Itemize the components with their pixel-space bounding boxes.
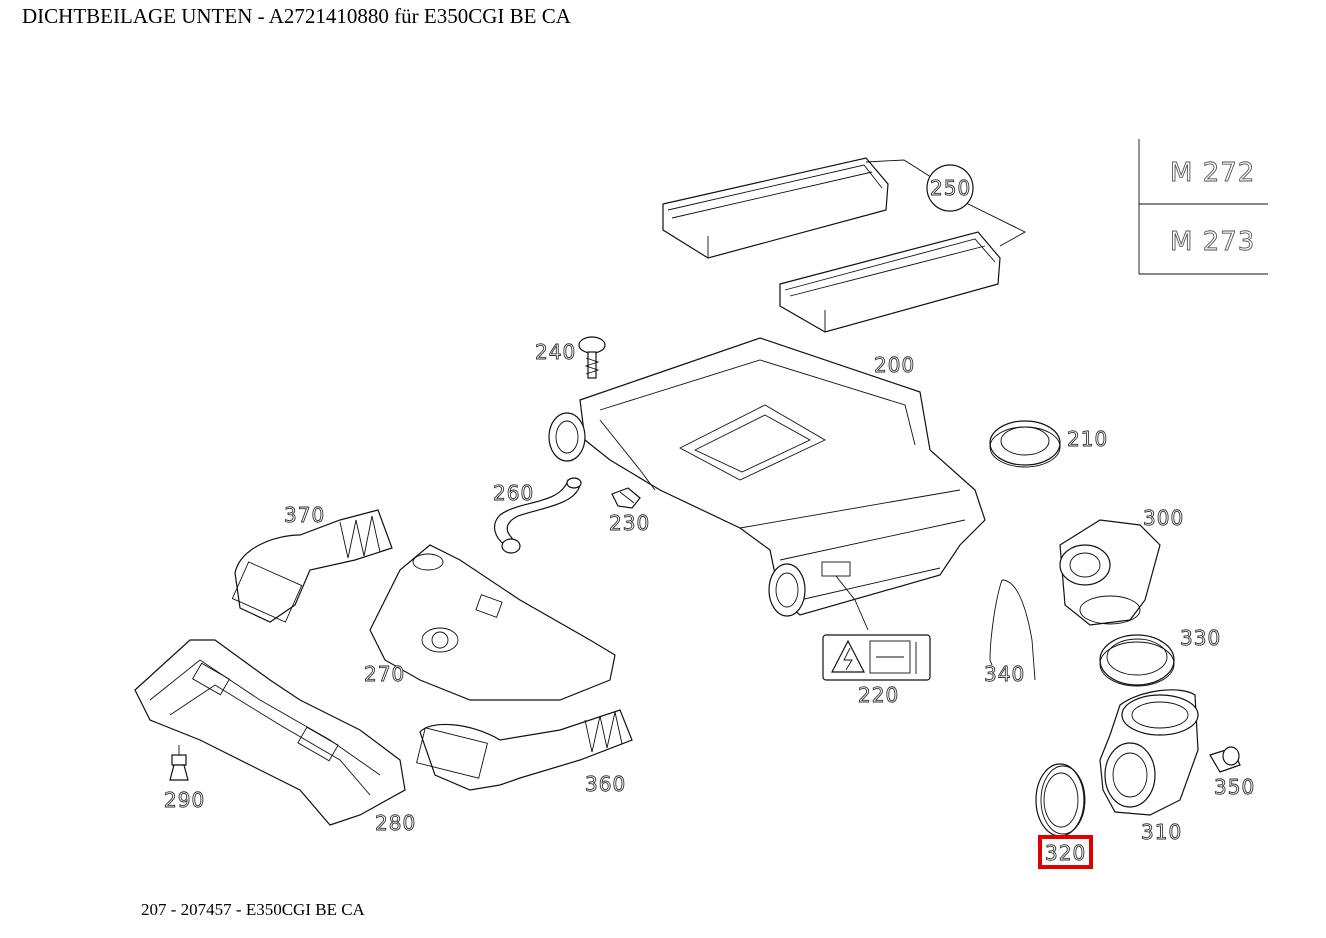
part-210-seal-ring	[989, 420, 1061, 468]
part-260-hose	[493, 477, 582, 554]
part-340-gasket	[989, 579, 1036, 681]
engine-label-m273: M 273	[1170, 227, 1255, 257]
callout-240[interactable]: 240	[535, 340, 576, 365]
page-title: DICHTBEILAGE UNTEN - A2721410880 für E35…	[22, 4, 571, 28]
diagram-caption: 207 - 207457 - E350CGI BE CA	[141, 900, 365, 919]
part-200-air-filter-housing	[548, 337, 986, 631]
callout-280[interactable]: 280	[375, 811, 416, 836]
callout-360[interactable]: 360	[585, 772, 626, 797]
engine-variant-table: M 272 M 273	[1138, 139, 1268, 275]
callout-340[interactable]: 340	[984, 662, 1025, 687]
callout-210[interactable]: 210	[1067, 427, 1108, 452]
engine-label-m272: M 272	[1170, 158, 1255, 188]
part-350-plug	[1209, 746, 1241, 773]
part-280-bracket	[134, 639, 406, 826]
callout-230[interactable]: 230	[609, 511, 650, 536]
callout-260[interactable]: 260	[493, 481, 534, 506]
callout-200[interactable]: 200	[874, 353, 915, 378]
part-300-sensor-housing	[1059, 519, 1161, 626]
callout-320[interactable]: 320	[1045, 841, 1086, 866]
part-250-air-filters	[662, 157, 1026, 333]
part-330-clamp-ring	[1099, 634, 1175, 687]
callout-290[interactable]: 290	[164, 788, 205, 813]
callout-330[interactable]: 330	[1180, 626, 1221, 651]
callout-220[interactable]: 220	[858, 683, 899, 708]
part-360-intake-duct	[416, 709, 633, 791]
highlight-box-320	[1038, 835, 1093, 869]
callout-310[interactable]: 310	[1141, 820, 1182, 845]
part-370-intake-duct	[231, 509, 393, 623]
part-220-warning-label	[822, 634, 931, 681]
callout-370[interactable]: 370	[284, 503, 325, 528]
part-240-screw	[578, 336, 606, 379]
part-230-clip	[611, 487, 641, 509]
part-270-engine-cover	[369, 544, 616, 701]
part-310-elbow-duct	[1099, 689, 1199, 816]
callout-250[interactable]: 250	[930, 176, 971, 201]
callout-350[interactable]: 350	[1214, 775, 1255, 800]
callout-300[interactable]: 300	[1143, 506, 1184, 531]
part-320-seal-ring	[1035, 763, 1086, 837]
callout-270[interactable]: 270	[364, 662, 405, 687]
part-290-clip	[169, 745, 189, 781]
